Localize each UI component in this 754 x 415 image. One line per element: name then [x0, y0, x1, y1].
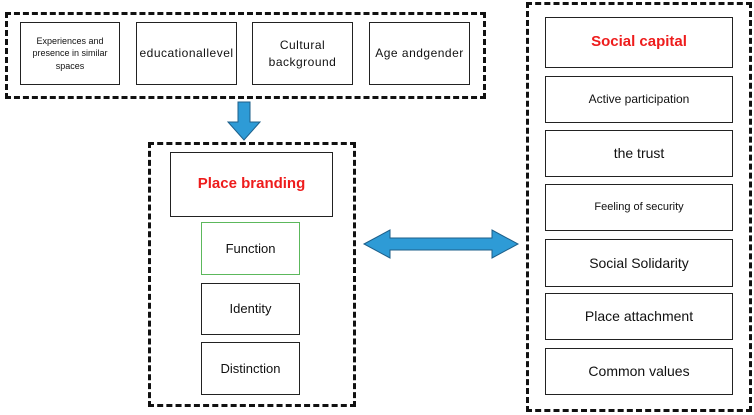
social-capital-item-active-participation: Active participation — [545, 76, 733, 123]
factor-label: Cultural background — [268, 38, 337, 69]
place-branding-title-box: Place branding — [170, 152, 333, 217]
place-branding-item-identity: Identity — [201, 283, 300, 335]
place-branding-title: Place branding — [197, 175, 306, 193]
factors-group — [5, 12, 486, 99]
factor-label: Experiences and presence in similar spac… — [32, 36, 108, 71]
place-branding-group — [148, 142, 356, 407]
social-capital-item-common-values: Common values — [545, 348, 733, 395]
social-capital-title-box: Social capital — [545, 17, 733, 68]
social-capital-item-label: the trust — [613, 145, 665, 162]
social-capital-item-security: Feeling of security — [545, 184, 733, 231]
social-capital-item-label: Social Solidarity — [589, 254, 689, 271]
place-branding-item-distinction: Distinction — [201, 342, 300, 395]
social-capital-item-solidarity: Social Solidarity — [545, 239, 733, 287]
factor-box-education: educationallevel — [136, 22, 237, 85]
factor-box-experiences: Experiences and presence in similar spac… — [20, 22, 120, 85]
social-capital-item-label: Common values — [588, 363, 690, 380]
factor-label: Age andgender — [375, 46, 464, 61]
social-capital-item-place-attachment: Place attachment — [545, 293, 733, 340]
social-capital-item-trust: the trust — [545, 130, 733, 177]
double-arrow-icon — [362, 229, 520, 259]
place-branding-item-label: Distinction — [220, 360, 281, 376]
social-capital-item-label: Feeling of security — [594, 201, 684, 214]
factor-box-age-gender: Age andgender — [369, 22, 470, 85]
down-arrow-icon — [226, 101, 262, 141]
social-capital-item-label: Active participation — [588, 92, 690, 107]
factor-box-cultural: Cultural background — [252, 22, 353, 85]
social-capital-group — [526, 2, 752, 412]
place-branding-item-function: Function — [201, 222, 300, 275]
social-capital-title: Social capital — [591, 33, 687, 51]
place-branding-item-label: Identity — [229, 301, 272, 317]
social-capital-item-label: Place attachment — [584, 308, 694, 325]
factor-label: educationallevel — [139, 46, 234, 61]
place-branding-item-label: Function — [225, 240, 276, 256]
